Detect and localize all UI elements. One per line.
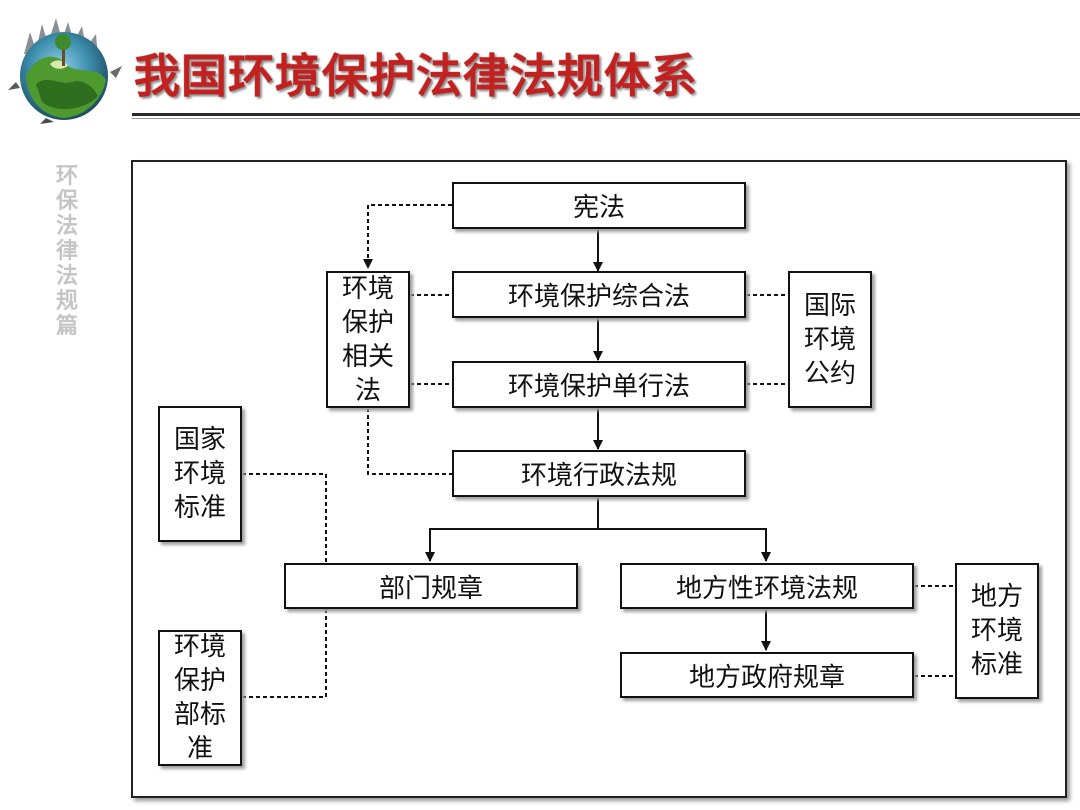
node-related-law-label: 环境保护相关法: [341, 273, 394, 406]
title-underline: [132, 113, 1080, 116]
node-local-law: 地方性环境法规: [620, 563, 914, 609]
section-side-label: 环保法律法规篇: [55, 164, 78, 339]
node-ministry-standard-label: 环境保护部标准: [173, 632, 226, 764]
node-single-law-label: 环境保护单行法: [507, 372, 690, 402]
node-dept-rules: 部门规章: [284, 563, 578, 609]
node-admin-regulation: 环境行政法规: [452, 450, 746, 497]
node-ministry-standard: 环境保护部标准: [158, 630, 242, 766]
node-constitution: 宪法: [452, 182, 746, 229]
page-title: 我国环境保护法律法规体系: [134, 49, 698, 103]
node-national-standard-label: 国家环境标准: [173, 425, 226, 523]
node-comprehensive-law-label: 环境保护综合法: [507, 282, 690, 312]
node-local-standard: 地方环境标准: [955, 563, 1039, 699]
node-constitution-label: 宪法: [572, 193, 625, 223]
node-local-law-label: 地方性环境法规: [675, 573, 858, 604]
node-national-standard: 国家环境标准: [158, 406, 242, 542]
node-admin-regulation-label: 环境行政法规: [520, 461, 677, 491]
node-intl-convention: 国际环境公约: [788, 271, 872, 408]
node-local-standard-label: 地方环境标准: [970, 582, 1023, 680]
node-dept-rules-label: 部门规章: [378, 573, 483, 604]
node-local-gov-rules-label: 地方政府规章: [688, 662, 845, 693]
node-comprehensive-law: 环境保护综合法: [452, 271, 746, 318]
node-local-gov-rules: 地方政府规章: [620, 652, 914, 698]
title-underline-thin: [132, 118, 1080, 119]
node-single-law: 环境保护单行法: [452, 361, 746, 408]
node-related-law: 环境保护相关法: [326, 271, 410, 408]
node-intl-convention-label: 国际环境公约: [803, 290, 856, 389]
globe-logo-icon: [8, 18, 122, 124]
